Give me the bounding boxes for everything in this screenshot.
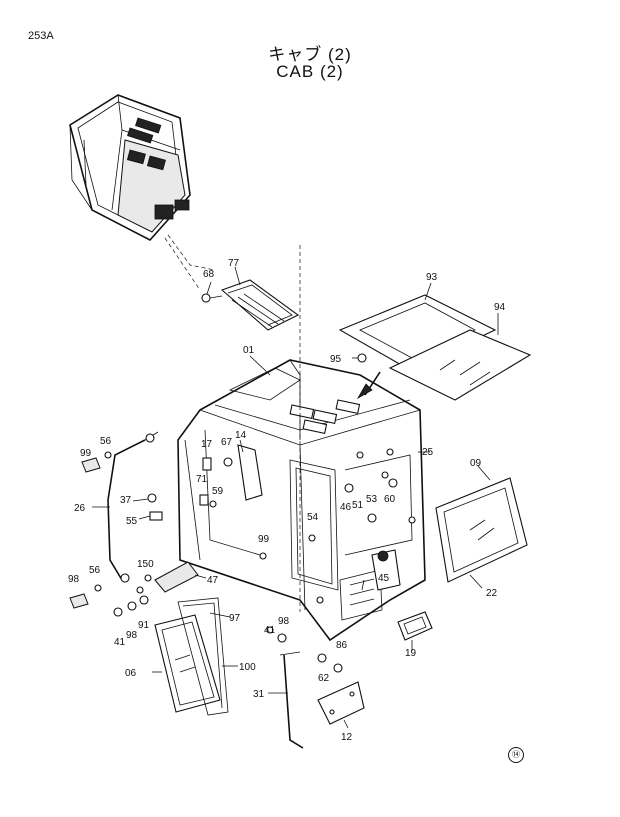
callout-53: 53 [366,494,378,505]
callout-25: 25 [422,447,434,458]
part-bolts-41-98-91 [113,595,287,643]
callout-101: 100 [239,662,256,673]
callout-45: 45 [378,573,390,584]
part-fitting-62 [388,478,398,488]
callout-31: 31 [253,689,265,700]
callout-77: 77 [228,258,240,269]
callout-71: 71 [196,474,208,485]
callout-62: 60 [384,494,396,505]
callout-99-lower: 98 [68,574,80,585]
part-screw-56-lower [94,584,102,592]
callout-99-upper: 99 [80,448,92,459]
part-bolt-100 [259,552,267,560]
callout-09: 09 [470,458,482,469]
callout-14: 14 [235,430,247,441]
callout-59: 59 [212,486,224,497]
part-cover-12 [317,681,365,725]
callout-86: 86 [336,640,348,651]
callout-56-lower: 56 [89,565,101,576]
callout-100: 99 [258,534,270,545]
callout-94: 94 [494,302,506,313]
callout-95: 95 [330,354,342,365]
callout-41-left: 41 [114,637,126,648]
callout-97: 97 [229,613,241,624]
callout-98-left: 98 [126,630,138,641]
part-lamp-99-lower [69,593,89,609]
part-fitting-46 [344,483,354,493]
part-clamp-55 [149,511,163,521]
callout-54: 54 [307,512,319,523]
callout-46: 46 [340,502,352,513]
callout-51: 51 [352,500,364,511]
callout-91: 91 [138,620,150,631]
title-japanese: キャブ (2) [268,45,352,64]
part-bolt-60 [317,653,327,663]
part-roof-window-94 [388,329,532,401]
part-bolt-95 [357,353,367,363]
callout-60: 62 [318,673,330,684]
part-louver-77 [201,279,300,331]
cab-overview-inset [69,94,216,291]
callout-47: 47 [207,575,219,586]
corner-mark: ⑭ [508,747,524,763]
page-code: 253A [28,30,54,42]
callout-150: 150 [137,559,154,570]
callout-41-right: 41 [264,625,276,636]
callout-98-right: 98 [278,616,290,627]
part-bracket-group [199,444,263,508]
part-lamp-99-upper [81,457,101,473]
part-bracket-47 [136,561,199,594]
part-cab-frame-01 [177,245,426,642]
callout-37: 37 [120,495,132,506]
part-screw-56-upper [104,451,112,459]
part-plate-22 [397,611,433,641]
callout-56-upper: 56 [100,436,112,447]
callout-55: 55 [126,516,138,527]
part-fitting-54 [308,534,316,542]
leader-lines [92,266,499,729]
callout-17: 17 [201,439,213,450]
callout-68: 68 [203,269,215,280]
part-seal-97-101 [177,597,229,716]
part-side-window-09-19 [435,477,528,583]
part-clip-37 [147,493,157,503]
part-roof-frame-93 [338,294,497,371]
callout-19: 22 [486,588,498,599]
callout-01: 01 [243,345,255,356]
part-lower-window-06 [154,614,221,713]
callout-06: 06 [125,668,137,679]
callout-93: 93 [426,272,438,283]
title-english: CAB (2) [276,62,344,81]
part-rail-31 [279,651,304,749]
part-handle-45 [371,549,401,591]
callout-labels: 77 68 93 94 01 95 56 14 99 67 17 25 09 7… [68,258,506,743]
callout-22: 19 [405,648,417,659]
part-fitting-51 [367,513,377,523]
part-bolt-86 [333,663,343,673]
arrow-head [356,383,373,400]
callout-67: 67 [221,437,233,448]
callout-12: 12 [341,732,353,743]
part-wire-harness-26 [107,431,159,583]
callout-26: 26 [74,503,86,514]
